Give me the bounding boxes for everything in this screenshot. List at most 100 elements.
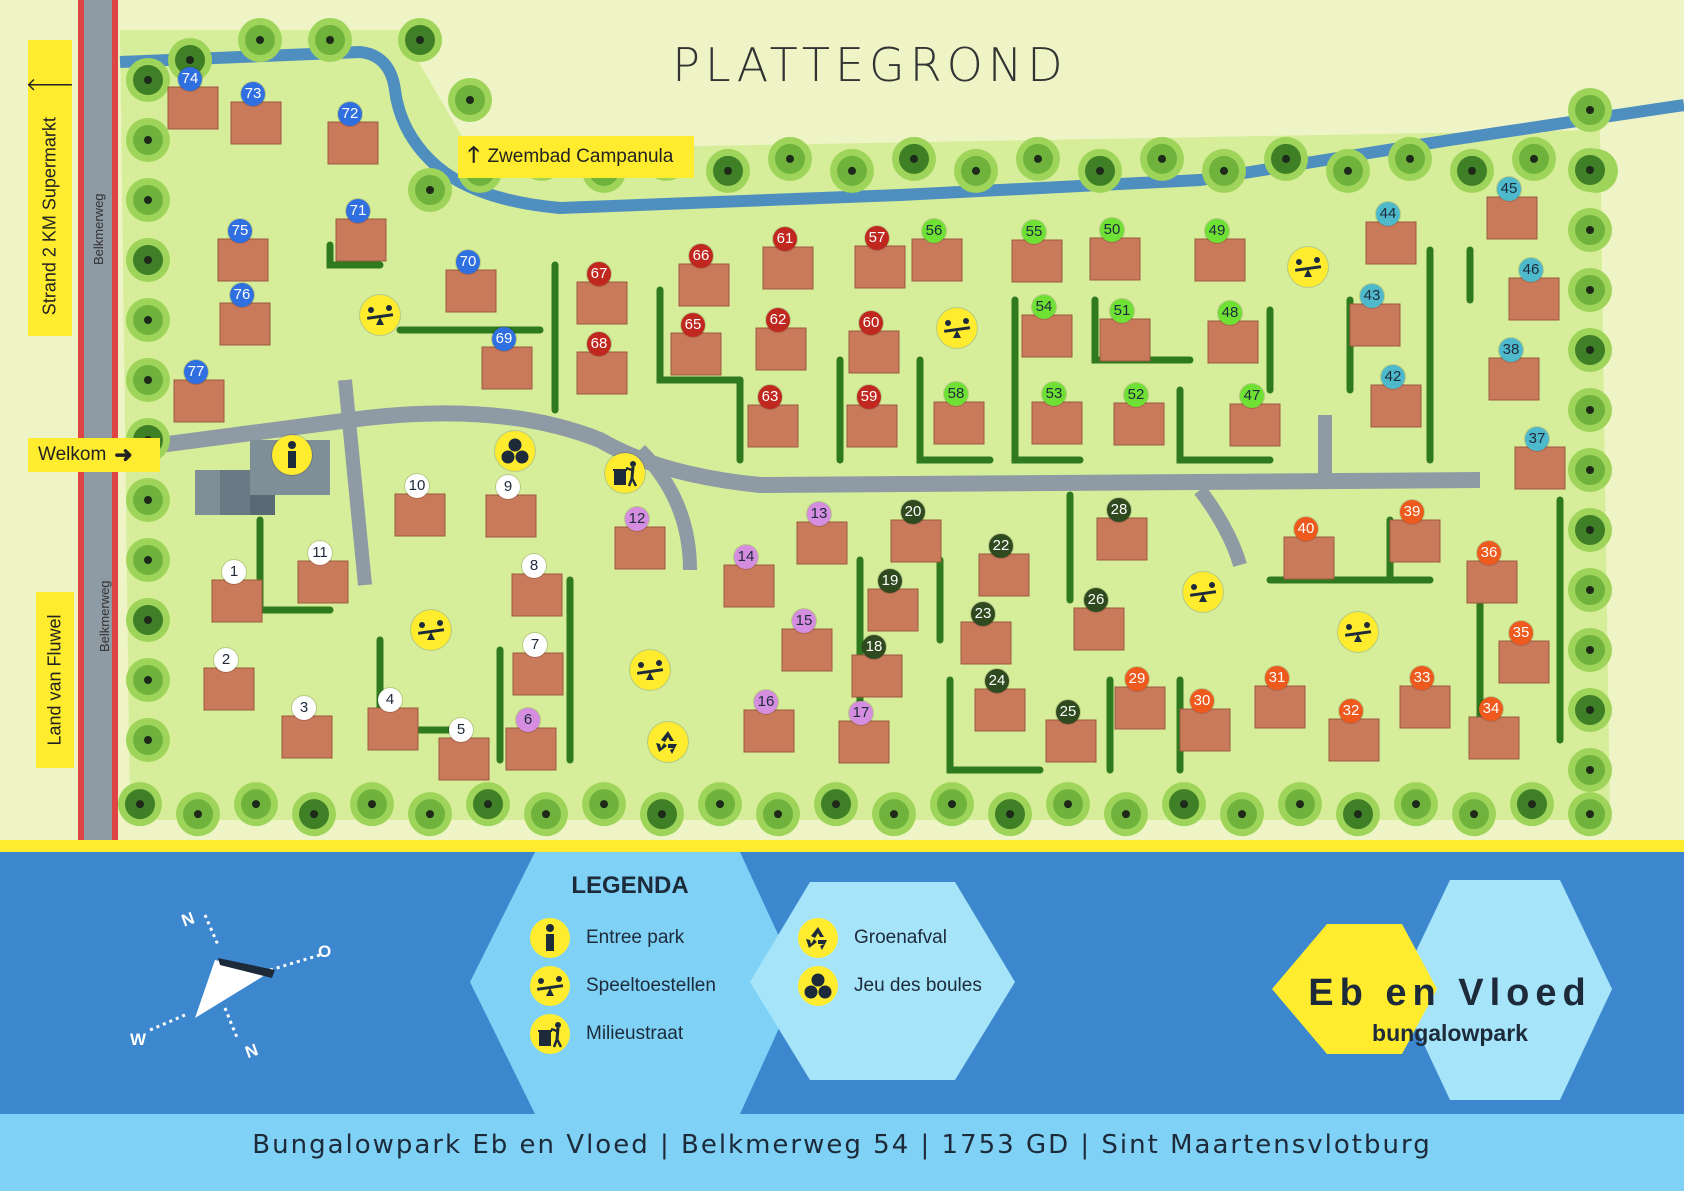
bungalow-marker-25[interactable]: 25 xyxy=(1056,700,1080,724)
bungalow-marker-29[interactable]: 29 xyxy=(1125,667,1149,691)
bungalow-marker-9[interactable]: 9 xyxy=(496,475,520,499)
bungalow-marker-69[interactable]: 69 xyxy=(492,327,516,351)
bungalow-marker-32[interactable]: 32 xyxy=(1339,699,1363,723)
bungalow-marker-24[interactable]: 24 xyxy=(985,669,1009,693)
bungalow-marker-44[interactable]: 44 xyxy=(1376,202,1400,226)
bungalow-marker-48[interactable]: 48 xyxy=(1218,301,1242,325)
bungalow-marker-63[interactable]: 63 xyxy=(758,385,782,409)
seesaw-icon[interactable] xyxy=(1288,247,1328,287)
bungalow-marker-35[interactable]: 35 xyxy=(1509,621,1533,645)
bungalow-marker-6[interactable]: 6 xyxy=(516,708,540,732)
bungalow-marker-54[interactable]: 54 xyxy=(1032,295,1056,319)
bungalow-marker-3[interactable]: 3 xyxy=(292,696,316,720)
bungalow-marker-26[interactable]: 26 xyxy=(1084,588,1108,612)
legend-groenafval: Groenafval xyxy=(798,918,947,958)
bungalow-marker-4[interactable]: 4 xyxy=(378,688,402,712)
bungalow-marker-57[interactable]: 57 xyxy=(865,226,889,250)
seesaw-icon[interactable] xyxy=(360,295,400,335)
park-address: Bungalowpark Eb en Vloed | Belkmerweg 54… xyxy=(252,1130,1432,1160)
seesaw-icon[interactable] xyxy=(1183,572,1223,612)
bungalow-marker-28[interactable]: 28 xyxy=(1107,498,1131,522)
bungalow-marker-62[interactable]: 62 xyxy=(766,308,790,332)
bungalow-marker-2[interactable]: 2 xyxy=(214,648,238,672)
bungalow-marker-52[interactable]: 52 xyxy=(1124,383,1148,407)
bungalow-marker-14[interactable]: 14 xyxy=(734,545,758,569)
bungalow-marker-39[interactable]: 39 xyxy=(1400,500,1424,524)
bungalow-23-roof xyxy=(960,621,1012,665)
bungalow-marker-10[interactable]: 10 xyxy=(405,474,429,498)
info-icon[interactable] xyxy=(272,435,312,475)
bungalow-8-roof xyxy=(511,573,563,617)
seesaw-icon[interactable] xyxy=(411,610,451,650)
bungalow-marker-59[interactable]: 59 xyxy=(857,385,881,409)
bungalow-marker-76[interactable]: 76 xyxy=(230,283,254,307)
bungalow-marker-53[interactable]: 53 xyxy=(1042,382,1066,406)
legend-title: LEGENDA xyxy=(571,872,689,899)
bungalow-marker-36[interactable]: 36 xyxy=(1477,541,1501,565)
seesaw-icon[interactable] xyxy=(937,308,977,348)
bungalow-marker-65[interactable]: 65 xyxy=(681,313,705,337)
bungalow-marker-70[interactable]: 70 xyxy=(456,250,480,274)
bungalow-marker-68[interactable]: 68 xyxy=(587,332,611,356)
bungalow-63-roof xyxy=(747,404,799,448)
bungalow-marker-5[interactable]: 5 xyxy=(449,718,473,742)
bungalow-marker-22[interactable]: 22 xyxy=(989,534,1013,558)
bungalow-marker-60[interactable]: 60 xyxy=(859,311,883,335)
bungalow-marker-37[interactable]: 37 xyxy=(1525,427,1549,451)
bungalow-50-roof xyxy=(1089,237,1141,281)
seesaw-icon[interactable] xyxy=(1338,612,1378,652)
bungalow-marker-15[interactable]: 15 xyxy=(792,609,816,633)
bungalow-marker-66[interactable]: 66 xyxy=(689,244,713,268)
bungalow-marker-55[interactable]: 55 xyxy=(1022,220,1046,244)
bungalow-marker-74[interactable]: 74 xyxy=(178,67,202,91)
recycle-icon[interactable] xyxy=(648,722,688,762)
bungalow-marker-51[interactable]: 51 xyxy=(1110,299,1134,323)
bungalow-marker-13[interactable]: 13 xyxy=(807,502,831,526)
bungalow-marker-16[interactable]: 16 xyxy=(754,690,778,714)
bungalow-marker-7[interactable]: 7 xyxy=(523,633,547,657)
bungalow-marker-18[interactable]: 18 xyxy=(862,635,886,659)
bungalow-marker-40[interactable]: 40 xyxy=(1294,517,1318,541)
bungalow-marker-11[interactable]: 11 xyxy=(308,541,332,565)
bungalow-marker-71[interactable]: 71 xyxy=(346,199,370,223)
seesaw-icon[interactable] xyxy=(630,650,670,690)
bin-icon[interactable] xyxy=(605,453,645,493)
bungalow-marker-56[interactable]: 56 xyxy=(922,219,946,243)
bungalow-26-roof xyxy=(1073,607,1125,651)
boules-icon[interactable] xyxy=(495,431,535,471)
bungalow-marker-47[interactable]: 47 xyxy=(1240,384,1264,408)
bungalow-marker-43[interactable]: 43 xyxy=(1360,284,1384,308)
bungalow-39-roof xyxy=(1389,519,1441,563)
bungalow-marker-30[interactable]: 30 xyxy=(1190,689,1214,713)
bungalow-marker-20[interactable]: 20 xyxy=(901,500,925,524)
bungalow-marker-75[interactable]: 75 xyxy=(228,219,252,243)
bungalow-marker-46[interactable]: 46 xyxy=(1519,258,1543,282)
bungalow-marker-73[interactable]: 73 xyxy=(241,82,265,106)
bungalow-68-roof xyxy=(576,351,628,395)
bungalow-marker-34[interactable]: 34 xyxy=(1479,697,1503,721)
bungalow-marker-50[interactable]: 50 xyxy=(1100,218,1124,242)
bungalow-marker-23[interactable]: 23 xyxy=(971,602,995,626)
bungalow-marker-61[interactable]: 61 xyxy=(773,227,797,251)
legend-speeltoestellen-label: Speeltoestellen xyxy=(586,975,716,996)
bungalow-marker-31[interactable]: 31 xyxy=(1265,666,1289,690)
bungalow-marker-33[interactable]: 33 xyxy=(1410,666,1434,690)
bungalow-marker-8[interactable]: 8 xyxy=(522,554,546,578)
bungalow-marker-49[interactable]: 49 xyxy=(1205,219,1229,243)
tree-icon xyxy=(126,58,170,102)
recycle-icon xyxy=(798,918,838,958)
bungalow-marker-42[interactable]: 42 xyxy=(1381,365,1405,389)
tree-icon xyxy=(1568,508,1612,552)
bungalow-marker-12[interactable]: 12 xyxy=(625,507,649,531)
bungalow-marker-17[interactable]: 17 xyxy=(849,701,873,725)
bungalow-marker-19[interactable]: 19 xyxy=(878,569,902,593)
bungalow-72-roof xyxy=(327,121,379,165)
bungalow-marker-38[interactable]: 38 xyxy=(1499,338,1523,362)
bungalow-marker-67[interactable]: 67 xyxy=(587,262,611,286)
bungalow-76-roof xyxy=(219,302,271,346)
bungalow-marker-1[interactable]: 1 xyxy=(222,560,246,584)
bungalow-marker-72[interactable]: 72 xyxy=(338,102,362,126)
bungalow-marker-58[interactable]: 58 xyxy=(944,382,968,406)
bungalow-marker-45[interactable]: 45 xyxy=(1497,177,1521,201)
bungalow-marker-77[interactable]: 77 xyxy=(184,360,208,384)
